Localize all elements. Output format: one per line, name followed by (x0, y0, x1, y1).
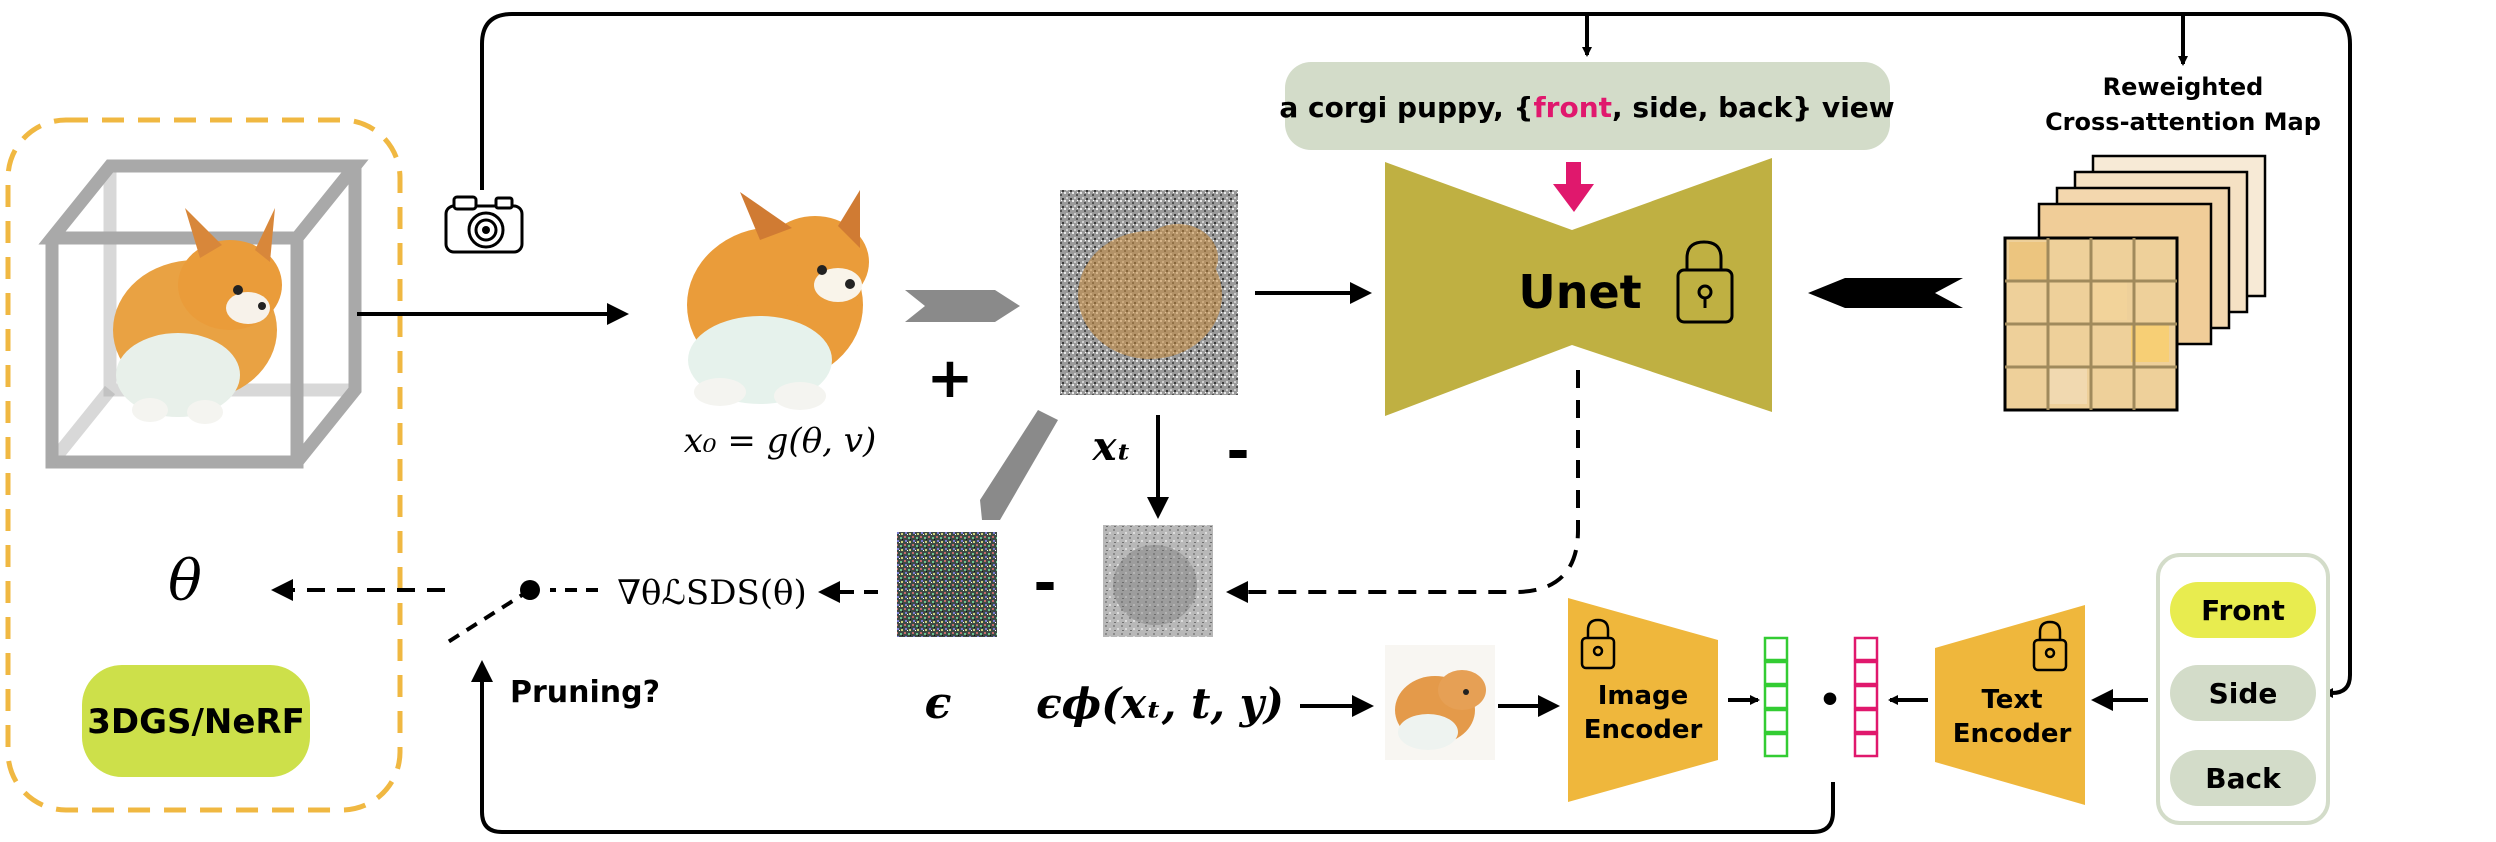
x0-label: x₀ = g(θ, v) (684, 421, 877, 461)
cube-wireframe (38, 159, 369, 469)
unet-block (1385, 158, 1772, 416)
view-back-button[interactable] (2170, 750, 2316, 806)
view-side-label: Side (2209, 677, 2278, 710)
sds-gradient-label: ∇θℒSDS(θ) (617, 573, 807, 613)
model-box (82, 665, 310, 777)
text-encoder-label-line1: Text (1981, 685, 2042, 715)
predicted-noise-image (1103, 525, 1213, 637)
view-back-label: Back (2205, 762, 2282, 795)
prompt-box (1285, 62, 1890, 150)
prompt-highlight-arrow (1553, 162, 1594, 212)
prompt-text: a corgi puppy, {front, side, back} view (1279, 91, 1894, 124)
image-encoder-block (1568, 598, 1718, 802)
bottom-loop-line (471, 660, 1835, 834)
image-encoder-label-line2: Encoder (1584, 715, 1703, 745)
epsilon-noise-image (897, 532, 997, 637)
image-encoder-label-line1: Image (1598, 681, 1689, 711)
image-encoder-lock-icon (1580, 618, 1616, 670)
predicted-noise-overlay (1113, 545, 1197, 625)
unet-to-prediction-dashed (1226, 370, 1580, 603)
pruning-switch (446, 580, 598, 644)
noise-add-pointer (980, 410, 1058, 520)
view-side-button[interactable] (2170, 665, 2316, 721)
top-loop-line (480, 12, 2352, 698)
text-encoder-label-line2: Encoder (1953, 719, 2072, 749)
dot-product-symbol: • (1818, 680, 1841, 721)
attention-map-grid (2003, 236, 2179, 412)
camera-icon (444, 195, 524, 254)
attention-injection-pointer (1808, 278, 1963, 308)
model-label: 3DGS/NeRF (87, 702, 305, 742)
minus-sign-xt: - (1226, 419, 1249, 484)
xt-label: xₜ (1092, 423, 1132, 470)
prompt-prefix: a corgi puppy, { (1279, 91, 1533, 124)
corgi-3d-image (113, 208, 282, 424)
prompt-suffix: , side, back} view (1612, 91, 1895, 124)
attention-map-label-line2: Cross-attention Map (2045, 108, 2321, 136)
rendered-image-x0 (687, 190, 869, 410)
text-encoder-lock-icon (2032, 620, 2068, 672)
unet-label: Unet (1518, 265, 1641, 319)
view-front-label: Front (2201, 594, 2285, 627)
plus-sign: + (927, 346, 974, 411)
unet-lock-icon (1676, 240, 1734, 324)
representation-frame (5, 117, 403, 813)
view-front-button[interactable] (2170, 582, 2316, 638)
image-embedding-vector (1763, 636, 1789, 758)
epsilon-phi-label: ϵϕ(xₜ, t, y) (1036, 679, 1284, 728)
theta-label: θ (168, 549, 202, 614)
prompt-highlight: front (1533, 91, 1612, 124)
pruning-label: Pruning? (510, 675, 660, 710)
noisy-corgi-overlay (1078, 224, 1222, 359)
text-embedding-vector (1853, 636, 1879, 758)
epsilon-label: ϵ (925, 678, 952, 729)
attention-map-label-line1: Reweighted (2103, 73, 2264, 101)
denoised-corgi-image (1385, 645, 1495, 760)
add-noise-chevron (905, 290, 1020, 322)
minus-sign-noise: - (1033, 551, 1056, 616)
